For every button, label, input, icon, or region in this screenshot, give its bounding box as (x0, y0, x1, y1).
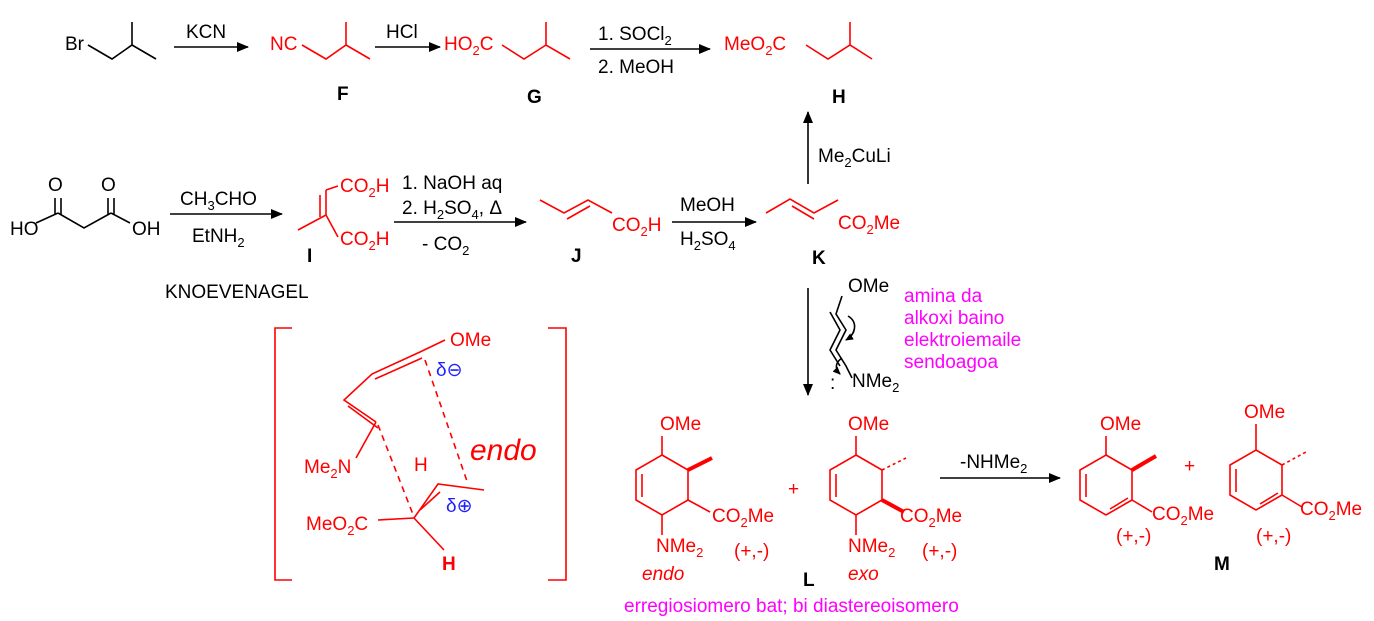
reagent-sulfuric-acid: H2SO4 (680, 229, 736, 253)
reagent-naoh: 1. NaOH aq (402, 173, 502, 194)
compound-F: NC F (270, 22, 371, 105)
ts-methoxy-label: OMe (450, 330, 491, 351)
ts-alpha-hydrogen: H (442, 554, 456, 575)
note-line-4: sendoagoa (904, 352, 998, 373)
arrow-hcl: HCl (375, 22, 441, 52)
label-J: J (571, 246, 582, 267)
compound-G: HO2C G (444, 22, 571, 108)
compound-M-1: OMe CO2Me (+,-) (1079, 414, 1214, 547)
m2-methoxy-label: OMe (1244, 402, 1285, 423)
plus-sign-M: + (1184, 456, 1195, 477)
label-M: M (1214, 554, 1230, 575)
diene-reagent: OMe : NMe2 (829, 276, 899, 395)
arrow-knoevenagel: CH3CHO EtNH2 (170, 189, 283, 250)
compound-K: CO2Me K (765, 198, 900, 269)
m1-racemic: (+,-) (1116, 526, 1151, 547)
endo-ester-label: CO2Me (712, 506, 774, 530)
compound-L-endo: OMe CO2Me NMe2 (+,-) endo (635, 414, 774, 585)
plus-sign-L: + (788, 479, 799, 500)
m2-ester-label: CO2Me (1300, 499, 1362, 523)
reagent-socl2: 1. SOCl2 (598, 24, 672, 48)
delta-minus: δ⊖ (436, 360, 463, 381)
exo-ester-label: CO2Me (900, 506, 962, 530)
note-line-1: amina da (904, 286, 983, 307)
reagent-minus-dimethylamine: -NHMe2 (960, 452, 1027, 476)
bromine-label: Br (65, 34, 85, 55)
endo-label: endo (642, 564, 684, 585)
label-L: L (803, 570, 815, 591)
exo-label: exo (848, 564, 879, 585)
diene-note: amina da alkoxi baino elektroiemaile sen… (904, 286, 1021, 373)
isobutyl-bromide: Br (65, 22, 157, 60)
hydroxyl-label-1: HO (10, 219, 39, 240)
reagent-meoh-step: 2. MeOH (598, 57, 674, 78)
compound-I: CO2H CO2H I (297, 176, 389, 267)
ts-amine-label: Me2N (304, 457, 351, 481)
carboxylic-acid-label: HO2C (444, 34, 493, 58)
exo-methoxy-label: OMe (848, 414, 889, 435)
label-K: K (812, 248, 826, 269)
m2-racemic: (+,-) (1256, 526, 1291, 547)
reagent-h2so4-heat: 2. H2SO4, Δ (402, 198, 502, 222)
oxygen-label-2: O (101, 175, 116, 196)
carboxyl-label-J: CO2H (612, 215, 661, 239)
knoevenagel-label: KNOEVENAGEL (165, 282, 309, 303)
reagent-methanol: MeOH (680, 195, 735, 216)
endo-transition-state: OMe Me2N δ⊖ H δ⊕ MeO2C H endo (274, 327, 567, 581)
reagent-kcn: KCN (186, 22, 226, 43)
compound-M-2: OMe CO2Me (+,-) (1229, 402, 1362, 547)
hydroxyl-label-2: OH (132, 219, 161, 240)
label-F: F (337, 84, 349, 105)
arrow-esterification: MeOH H2SO4 (672, 195, 757, 253)
m1-methoxy-label: OMe (1100, 414, 1141, 435)
arrow-kcn: KCN (174, 22, 249, 52)
exo-racemic: (+,-) (922, 541, 957, 562)
reagent-cuprate: Me2CuLi (818, 146, 891, 170)
note-line-3: elektroiemaile (904, 330, 1021, 351)
lone-pair: : (830, 373, 835, 394)
endo-methoxy-label: OMe (660, 414, 701, 435)
reagent-ethylamine: EtNH2 (192, 226, 245, 250)
nitrile-label: NC (270, 34, 297, 55)
delta-plus: δ⊕ (446, 496, 473, 517)
methyl-ester-label: MeO2C (724, 34, 786, 58)
endo-amine-label: NMe2 (656, 536, 703, 560)
malonic-acid: O O HO OH KNOEVENAGEL (10, 175, 309, 303)
ts-ester-label: MeO2C (306, 514, 368, 538)
carboxyl-label-lower: CO2H (340, 229, 389, 253)
oxygen-label-1: O (48, 175, 63, 196)
endo-large-label: endo (470, 434, 537, 467)
label-H: H (832, 87, 846, 108)
m1-ester-label: CO2Me (1152, 504, 1214, 528)
regio-note: erregiosiomero bat; bi diastereoisomero (624, 596, 959, 617)
compound-H: MeO2C H (724, 22, 873, 108)
arrow-elimination: -NHMe2 (940, 452, 1061, 483)
ts-vinyl-hydrogen: H (414, 455, 428, 476)
diene-methoxy-label: OMe (848, 276, 889, 297)
label-G: G (527, 87, 542, 108)
compound-J: CO2H J (539, 199, 661, 267)
reagent-minus-co2: - CO2 (422, 234, 469, 258)
arrow-decarboxylation: 1. NaOH aq 2. H2SO4, Δ - CO2 (394, 173, 527, 258)
reagent-hcl: HCl (386, 22, 418, 43)
note-line-2: alkoxi baino (904, 308, 1004, 329)
label-I: I (307, 246, 312, 267)
reagent-acetaldehyde: CH3CHO (180, 189, 257, 213)
compound-L-exo: OMe CO2Me NMe2 (+,-) exo (829, 414, 962, 585)
arrow-cuprate: Me2CuLi (803, 111, 891, 184)
ester-label-K: CO2Me (838, 213, 900, 237)
exo-amine-label: NMe2 (848, 536, 895, 560)
endo-racemic: (+,-) (734, 541, 769, 562)
diene-amine-label: NMe2 (852, 371, 899, 395)
carboxyl-label-upper: CO2H (340, 176, 389, 200)
arrow-socl2-meoh: 1. SOCl2 2. MeOH (590, 24, 711, 78)
